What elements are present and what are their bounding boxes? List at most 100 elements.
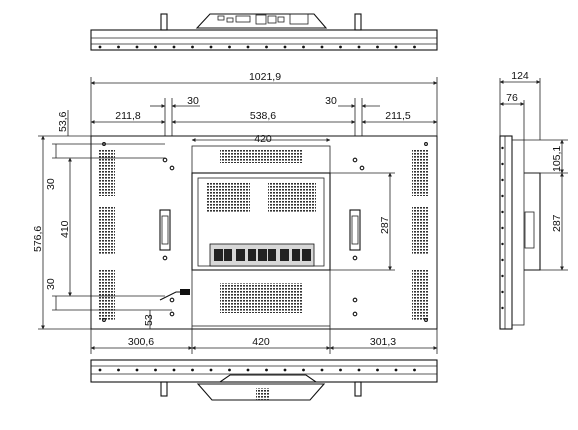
vent-left-middle: [99, 206, 115, 254]
screw: [501, 178, 504, 182]
side-panel-body: [511, 139, 525, 326]
screw: [501, 210, 504, 214]
screw: [501, 146, 504, 150]
dim-left-30-lower: 30: [45, 278, 57, 290]
side-module: [524, 172, 541, 271]
dim-bottom-center: 420: [252, 336, 270, 348]
screw: [117, 368, 120, 372]
io-port: [224, 249, 232, 261]
bottom-stand-vent: [256, 388, 270, 400]
bottom-tab-right: [354, 381, 362, 397]
dim-overall-height: 576,6: [32, 226, 44, 252]
screw: [501, 194, 504, 198]
screw: [191, 45, 194, 49]
screw: [98, 368, 102, 372]
dim-side-depth: 124: [511, 70, 529, 82]
mount-hole: [169, 165, 175, 171]
dim-side-287: 287: [551, 214, 563, 232]
screw: [376, 45, 379, 49]
screw: [339, 368, 342, 372]
dim-right-margin: 211,5: [385, 110, 411, 122]
mount-hole: [352, 311, 358, 317]
screw: [501, 258, 504, 262]
dim-center-span: 538,6: [250, 110, 276, 122]
dim-left-30-upper: 30: [45, 178, 57, 190]
vent-left-lower: [99, 270, 115, 320]
side-view: 124 76 105,1 287: [499, 70, 568, 330]
top-view: [90, 13, 438, 51]
top-tab-left: [160, 13, 168, 31]
dim-bottom-left: 300,6: [128, 336, 154, 348]
side-screws: [501, 146, 504, 310]
top-connector-box: [289, 13, 309, 25]
top-connector-housing: [195, 13, 328, 29]
vent-module-left: [206, 182, 250, 212]
screw: [172, 368, 176, 372]
screw: [501, 162, 504, 166]
screw: [209, 45, 213, 49]
mount-hole: [169, 311, 175, 317]
mount-hole: [352, 157, 358, 163]
bottom-stand: [196, 383, 326, 401]
screw: [98, 45, 102, 49]
dim-overall-width: 1021,9: [249, 71, 281, 83]
handle-left: [159, 209, 171, 251]
screw: [501, 290, 504, 294]
screw: [501, 242, 504, 246]
io-port: [214, 249, 223, 261]
io-port: [280, 249, 289, 261]
screw: [265, 368, 268, 372]
top-rail-screws: [98, 45, 416, 49]
screw: [246, 45, 250, 49]
screw: [191, 368, 194, 372]
mount-hole: [169, 297, 175, 303]
screw: [246, 368, 250, 372]
screw: [357, 368, 361, 372]
dim-bracket-right: 30: [325, 95, 337, 107]
bottom-tab-left: [160, 381, 168, 397]
vent-top-center: [220, 149, 302, 163]
screw: [135, 368, 139, 372]
screw: [357, 45, 361, 49]
io-port: [292, 249, 300, 261]
screw: [320, 45, 324, 49]
io-port: [236, 249, 245, 261]
screw: [501, 274, 504, 278]
screw: [320, 368, 324, 372]
io-ports: [214, 249, 311, 261]
bottom-view: [90, 359, 438, 401]
screw: [339, 45, 342, 49]
io-port: [258, 249, 267, 261]
mount-hole: [359, 165, 365, 171]
screw: [376, 368, 379, 372]
screw: [283, 368, 287, 372]
screw: [394, 45, 398, 49]
screw: [135, 45, 139, 49]
screw: [302, 45, 305, 49]
dim-bottom-53: 53: [143, 314, 155, 326]
mount-hole: [352, 255, 358, 261]
dim-bottom-right: 301,3: [370, 336, 396, 348]
vent-right-upper: [412, 150, 428, 196]
vent-right-lower: [412, 270, 428, 320]
screw: [228, 368, 231, 372]
screw: [154, 368, 157, 372]
io-port: [248, 249, 256, 261]
vent-right-middle: [412, 206, 428, 254]
vent-module-right: [268, 182, 316, 212]
mount-hole: [352, 297, 358, 303]
screw: [117, 45, 120, 49]
screw: [265, 45, 268, 49]
bottom-rail: [90, 359, 438, 383]
top-rail: [90, 29, 438, 51]
dim-bracket-left: 30: [187, 95, 199, 107]
dim-top-offset: 53,6: [57, 111, 69, 132]
io-port: [302, 249, 311, 261]
top-tab-right: [354, 13, 362, 31]
screw: [209, 368, 213, 372]
bottom-rail-screws: [98, 368, 416, 372]
io-port: [268, 249, 276, 261]
dim-vesa-top: 420: [254, 133, 272, 145]
rear-view: 1021,9 211,8 538,6 211,5 30 30 53,6: [32, 71, 438, 354]
